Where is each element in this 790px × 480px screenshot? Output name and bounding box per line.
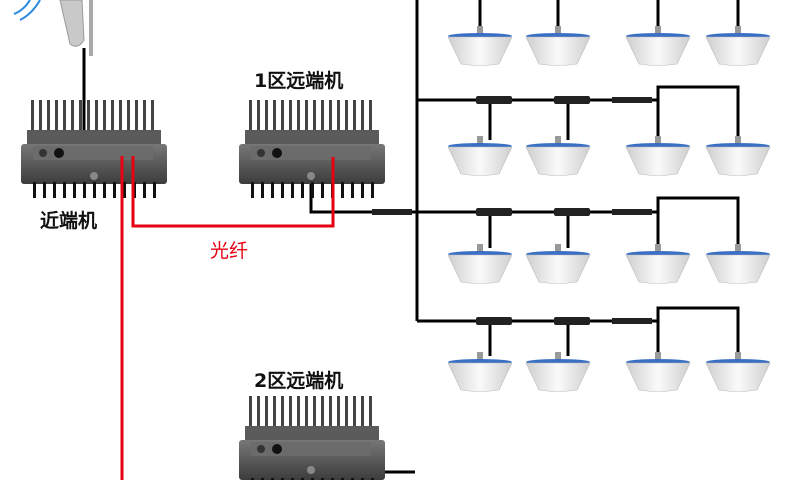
ceiling-antenna-icon: [705, 26, 771, 66]
remote-unit-1-label: 1区远端机: [254, 70, 344, 92]
near-unit-repeater-icon: [21, 100, 167, 198]
ceiling-antenna-icon: [625, 244, 691, 284]
donor-antenna-icon: [13, 0, 93, 56]
remote-unit-2-label: 2区远端机: [254, 370, 344, 392]
ceiling-antenna-icon: [625, 136, 691, 176]
ceiling-antenna-icon: [705, 244, 771, 284]
ceiling-antenna-icon: [525, 26, 591, 66]
fiber-cables: [120, 156, 335, 480]
ceiling-antenna-icon: [705, 352, 771, 392]
ceiling-antenna-icon: [447, 136, 513, 176]
ceiling-antenna-icon: [705, 136, 771, 176]
near-unit-label: 近端机: [40, 210, 98, 232]
coupler-icon: [372, 96, 652, 325]
coax-cables: [82, 0, 740, 474]
ceiling-antenna-icon: [447, 244, 513, 284]
ceiling-antenna-icon: [525, 136, 591, 176]
ceiling-antenna-icon: [447, 26, 513, 66]
ceiling-antenna-icon: [625, 26, 691, 66]
ceiling-antenna-icon: [447, 352, 513, 392]
fiber-label: 光纤: [210, 240, 249, 262]
ceiling-antenna-icon: [525, 244, 591, 284]
ceiling-antenna-icon: [625, 352, 691, 392]
ceiling-antenna-icon: [525, 352, 591, 392]
remote-unit-1-repeater-icon: [239, 100, 385, 198]
